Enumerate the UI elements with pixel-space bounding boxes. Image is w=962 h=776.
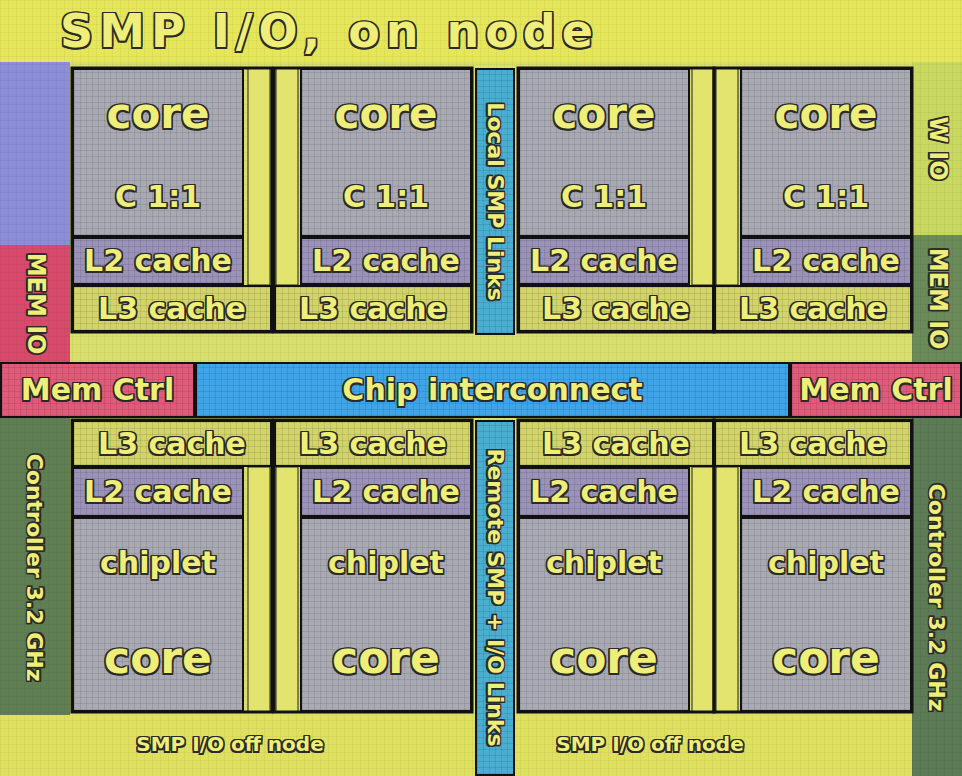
- strip: [692, 68, 714, 285]
- chiplet-frame: [72, 420, 272, 712]
- strip: [248, 467, 270, 712]
- box-label: core: [772, 635, 880, 681]
- box-label: Chip interconnect: [342, 374, 642, 406]
- l3-cache-box: L3 cache: [518, 285, 714, 332]
- l3-cache-box: L3 cache: [72, 420, 272, 467]
- box-label: L3 cache: [739, 293, 887, 325]
- box-label: Mem Ctrl: [21, 374, 174, 406]
- chiplet-frame: [274, 420, 472, 712]
- box-label: chiplet: [328, 547, 444, 579]
- box-label: L2 cache: [84, 476, 232, 508]
- l3-cache-box: L3 cache: [518, 420, 714, 467]
- vertical-label: MEM IO: [22, 253, 47, 355]
- box-label: C 1:1: [343, 181, 429, 213]
- box-label: core: [107, 92, 210, 136]
- box-label: core: [553, 92, 656, 136]
- box-label: core: [335, 92, 438, 136]
- mem-io-band: MEM IO: [0, 245, 70, 362]
- box-label: Mem Ctrl: [799, 374, 952, 406]
- mem-ctrl-box: Mem Ctrl: [790, 362, 962, 418]
- chiplet-frame: [714, 68, 912, 332]
- chiplet-frame: [714, 420, 912, 712]
- box-label: L3 cache: [542, 428, 690, 460]
- strip: [248, 68, 270, 285]
- strip: [692, 467, 714, 712]
- vertical-label: Controller 3.2 GHz: [23, 454, 46, 682]
- core-box: chiplet core: [300, 517, 472, 712]
- box-label: L2 cache: [84, 245, 232, 277]
- core-box: core C 1:1: [72, 68, 244, 237]
- l3-cache-box: L3 cache: [714, 285, 912, 332]
- l2-cache-box: L2 cache: [740, 237, 912, 285]
- vertical-label: Controller 3.2 GHz: [925, 484, 948, 712]
- l3-cache-box: L3 cache: [274, 420, 472, 467]
- box-label: C 1:1: [561, 181, 647, 213]
- box-label: SMP I/O, on node: [60, 7, 599, 55]
- box-label: chiplet: [100, 547, 216, 579]
- l3-cache-box: L3 cache: [714, 420, 912, 467]
- box-label: chiplet: [768, 547, 884, 579]
- l2-cache-box: L2 cache: [300, 237, 472, 285]
- vertical-label: Remote SMP + I/O Links: [483, 449, 506, 747]
- strip: [276, 68, 298, 285]
- mem-ctrl-box: Mem Ctrl: [0, 362, 195, 418]
- box-label: L3 cache: [739, 428, 887, 460]
- chiplet-frame: [518, 68, 714, 332]
- l2-cache-box: L2 cache: [518, 467, 690, 517]
- core-box: chiplet core: [518, 517, 690, 712]
- box-label: SMP I/O off node: [136, 734, 323, 755]
- chiplet-frame: [518, 420, 714, 712]
- l2-cache-box: L2 cache: [518, 237, 690, 285]
- box-label: L3 cache: [98, 428, 246, 460]
- box-label: core: [550, 635, 658, 681]
- vertical-label: W IO: [924, 116, 949, 180]
- box-label: L2 cache: [752, 245, 900, 277]
- box-label: SMP I/O off node: [556, 734, 743, 755]
- l2-cache-box: L2 cache: [72, 237, 244, 285]
- core-box: core C 1:1: [740, 68, 912, 237]
- io-band: W IO: [912, 62, 962, 235]
- box-label: L3 cache: [98, 293, 246, 325]
- box-label: L2 cache: [530, 476, 678, 508]
- box-label: C 1:1: [783, 181, 869, 213]
- l2-cache-box: L2 cache: [72, 467, 244, 517]
- controller-band: Controller 3.2 GHz: [0, 420, 70, 715]
- strip: [276, 467, 298, 712]
- strip: [716, 467, 738, 712]
- chiplet-frame: [274, 68, 472, 332]
- mem-io-band: MEM IO: [912, 235, 962, 362]
- box-label: core: [104, 635, 212, 681]
- box-label: C 1:1: [115, 181, 201, 213]
- controller-band: Controller 3.2 GHz: [912, 420, 962, 776]
- core-box: core C 1:1: [518, 68, 690, 237]
- core-box: chiplet core: [740, 517, 912, 712]
- l3-cache-box: L3 cache: [72, 285, 272, 332]
- interconnect-bar: Chip interconnect: [195, 362, 790, 418]
- link-band: Remote SMP + I/O Links: [475, 420, 515, 776]
- box-label: L2 cache: [530, 245, 678, 277]
- box-label: L2 cache: [312, 476, 460, 508]
- l2-cache-box: L2 cache: [300, 467, 472, 517]
- l2-cache-box: L2 cache: [740, 467, 912, 517]
- off-node-label: SMP I/O off node: [520, 722, 780, 766]
- core-box: chiplet core: [72, 517, 244, 712]
- vertical-label: Local SMP Links: [483, 102, 506, 301]
- box-label: L3 cache: [299, 293, 447, 325]
- off-node-label: SMP I/O off node: [100, 722, 360, 766]
- core-box: core C 1:1: [300, 68, 472, 237]
- box-label: L2 cache: [752, 476, 900, 508]
- strip: [716, 68, 738, 285]
- box-label: L2 cache: [312, 245, 460, 277]
- box-label: L3 cache: [299, 428, 447, 460]
- box-label: core: [775, 92, 878, 136]
- link-band: Local SMP Links: [475, 68, 515, 335]
- box-label: core: [332, 635, 440, 681]
- l3-cache-box: L3 cache: [274, 285, 472, 332]
- top-band-label: SMP I/O, on node: [60, 2, 700, 60]
- chiplet-frame: [72, 68, 272, 332]
- box-label: chiplet: [546, 547, 662, 579]
- vertical-label: MEM IO: [924, 248, 949, 350]
- box-label: L3 cache: [542, 293, 690, 325]
